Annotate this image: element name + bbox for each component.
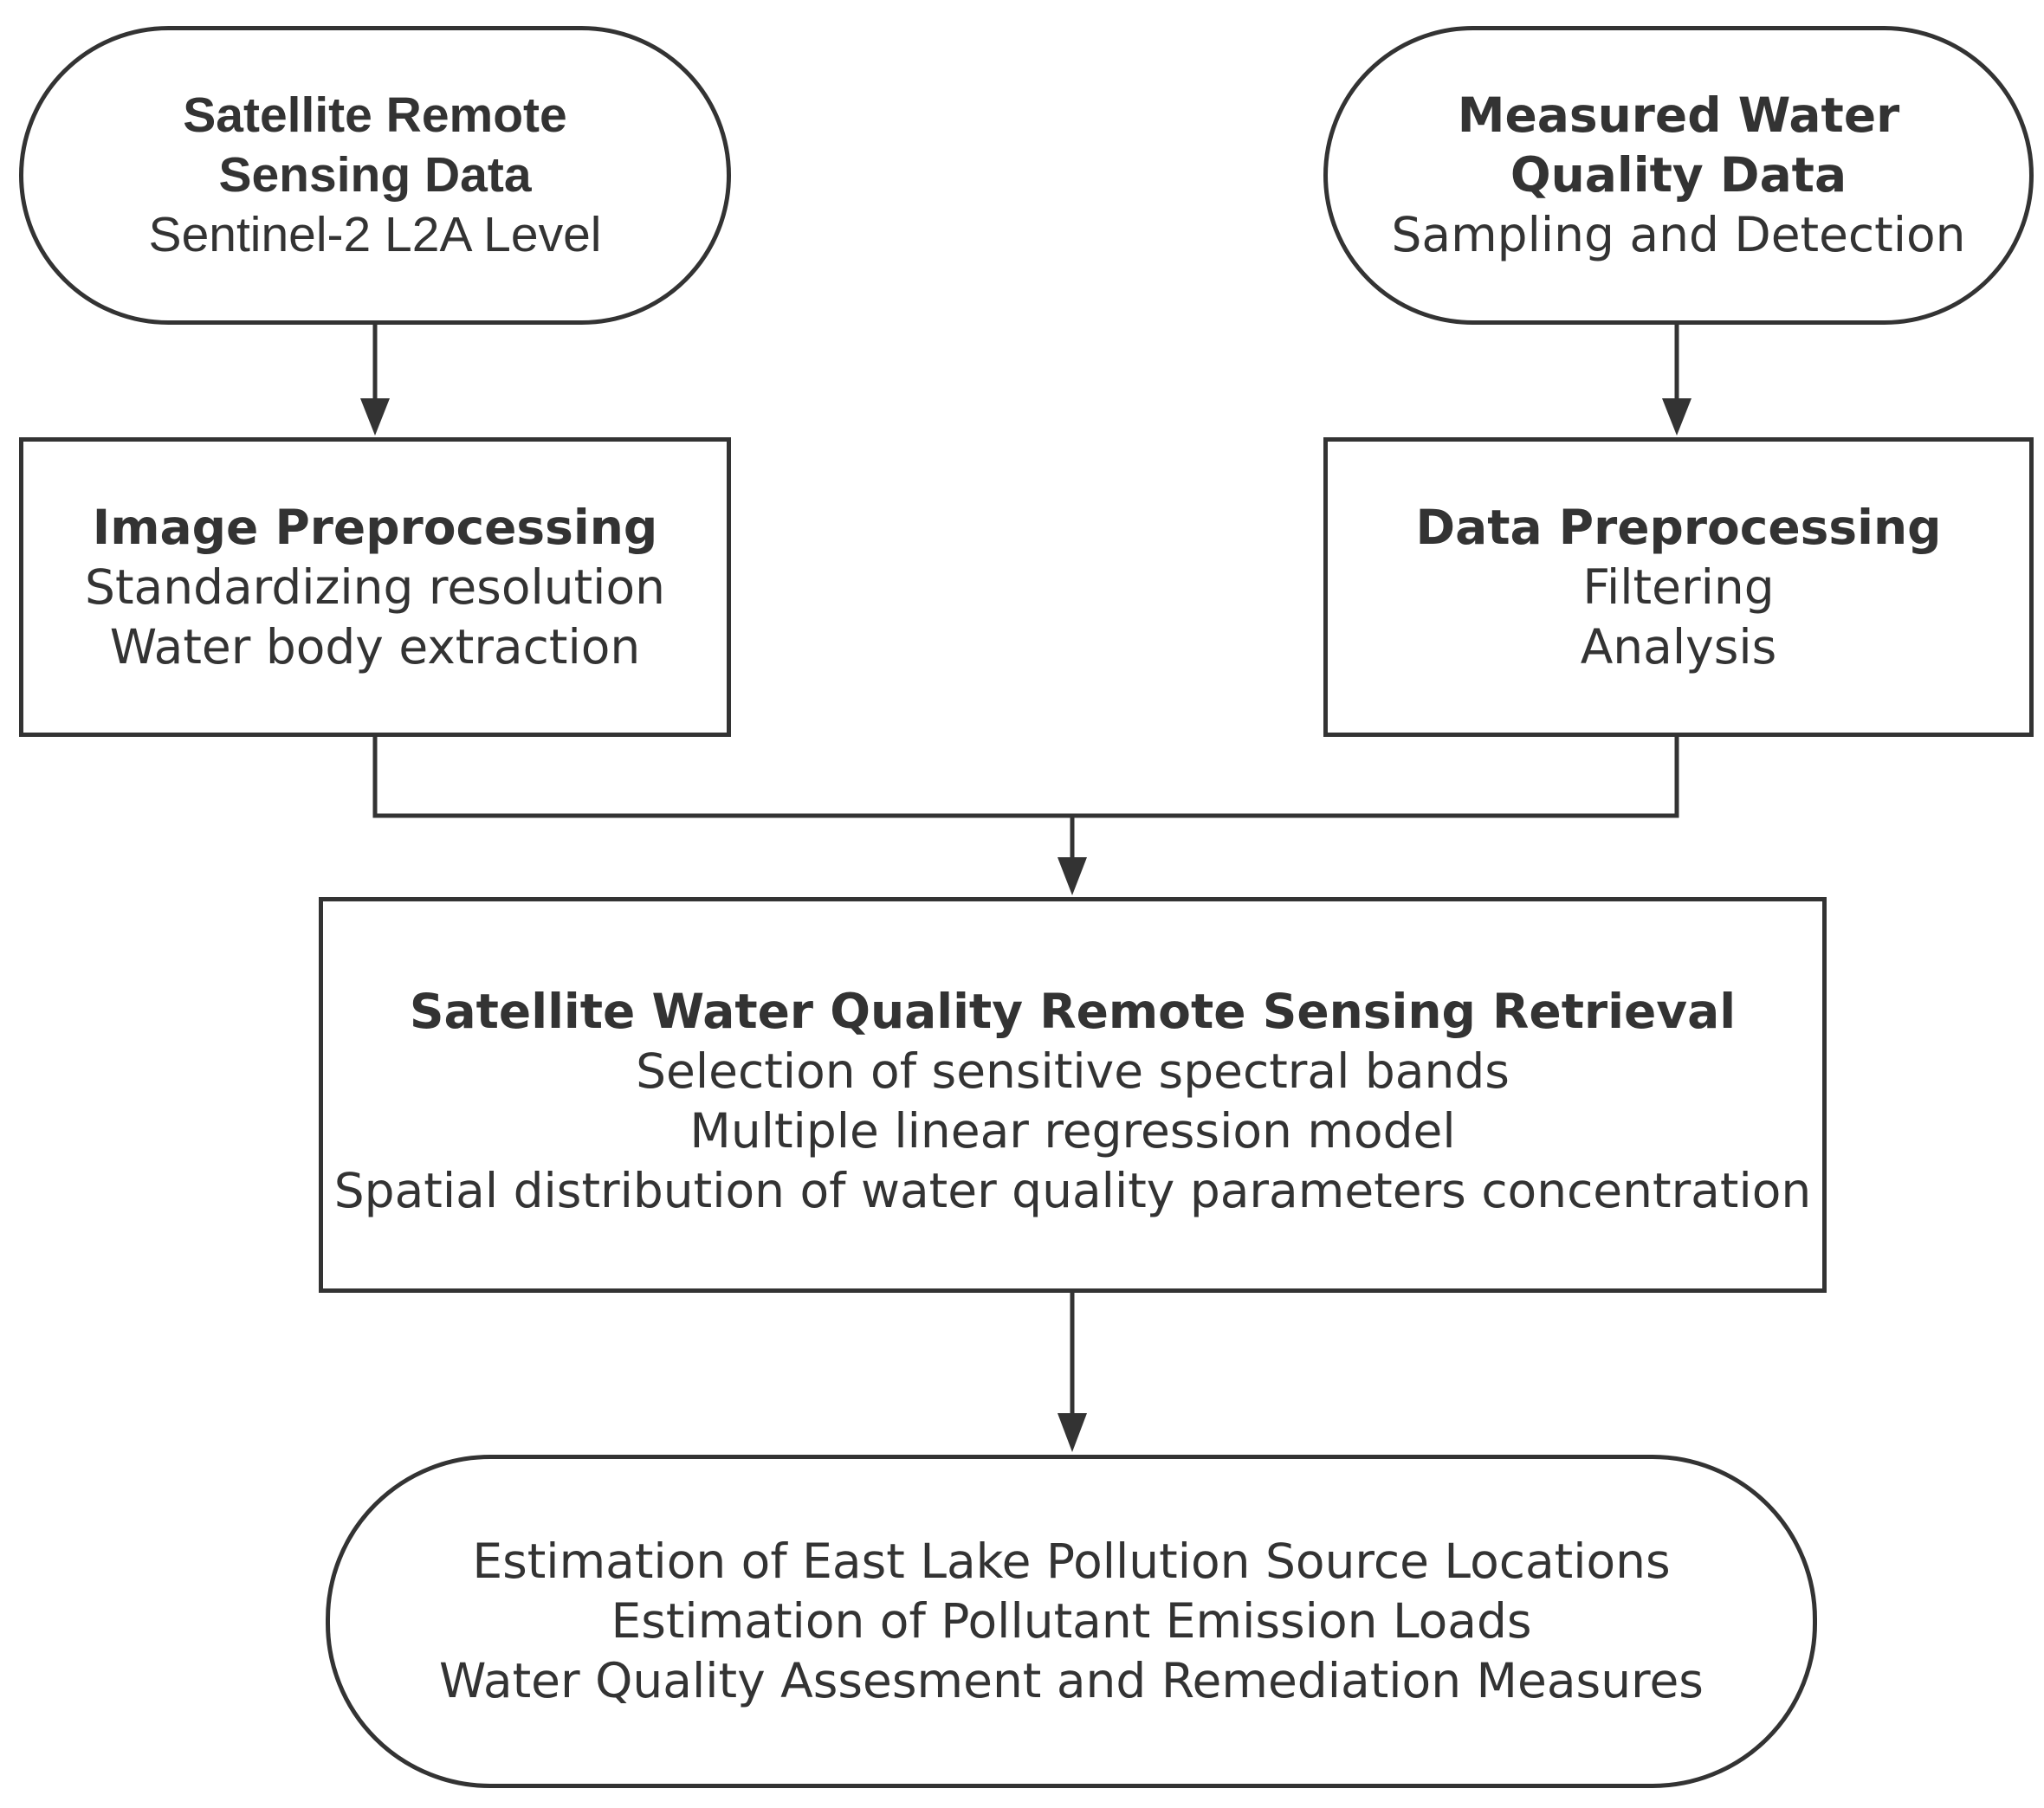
node-title-line: Satellite Water Quality Remote Sensing R… xyxy=(409,983,1737,1039)
node-data-preprocessing: Data Preprocessing Filtering Analysis xyxy=(1323,437,2034,737)
node-text-line: Analysis xyxy=(1580,618,1777,675)
arrowhead-retrieval-to-output xyxy=(1058,1413,1087,1452)
node-measured-water-quality-data: Measured Water Quality Data Sampling and… xyxy=(1323,26,2034,325)
node-title-line: Image Preprocessing xyxy=(92,499,658,555)
node-image-preprocessing: Image Preprocessing Standardizing resolu… xyxy=(19,437,731,737)
node-title-line: Data Preprocessing xyxy=(1415,499,1942,555)
node-text-line: Filtering xyxy=(1582,559,1775,615)
connector-image-to-merge xyxy=(372,737,1072,818)
node-text-line: Sentinel-2 L2A Level xyxy=(148,207,602,262)
node-title-line: Sensing Data xyxy=(218,147,532,203)
node-title-line: Measured Water xyxy=(1457,87,1900,143)
arrowhead-satellite-to-image xyxy=(360,398,390,436)
node-satellite-water-quality-retrieval: Satellite Water Quality Remote Sensing R… xyxy=(319,897,1827,1293)
node-text-line: Estimation of East Lake Pollution Source… xyxy=(472,1534,1671,1589)
node-text-line: Spatial distribution of water quality pa… xyxy=(333,1162,1812,1218)
node-text-line: Water Quality Assesment and Remediation … xyxy=(439,1653,1704,1708)
node-text-line: Multiple linear regression model xyxy=(689,1102,1456,1159)
connector-data-to-merge xyxy=(1072,737,1679,818)
arrowhead-measured-to-data xyxy=(1662,398,1691,436)
arrowhead-merge-to-retrieval xyxy=(1058,857,1087,895)
node-text-line: Water body extraction xyxy=(109,618,641,675)
node-text-line: Estimation of Pollutant Emission Loads xyxy=(611,1593,1532,1649)
node-estimation-and-assessment: Estimation of East Lake Pollution Source… xyxy=(326,1455,1817,1788)
node-title-line: Satellite Remote xyxy=(183,87,567,143)
node-text-line: Standardizing resolution xyxy=(85,559,665,615)
node-title-line: Quality Data xyxy=(1510,147,1847,203)
node-text-line: Sampling and Detection xyxy=(1391,207,1966,262)
node-text-line: Selection of sensitive spectral bands xyxy=(636,1043,1510,1099)
node-satellite-remote-sensing-data: Satellite Remote Sensing Data Sentinel-2… xyxy=(19,26,731,325)
